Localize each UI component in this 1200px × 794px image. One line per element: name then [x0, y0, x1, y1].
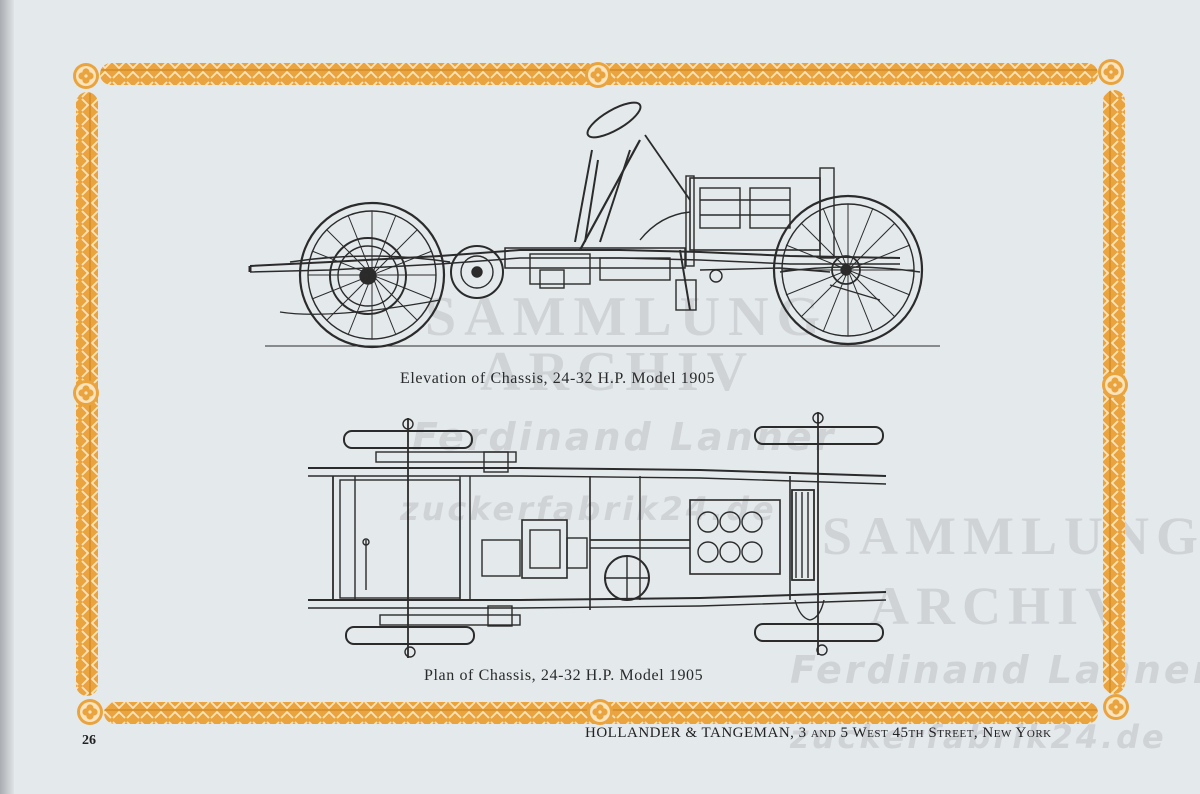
watermark-text: zuckerfabrik24.de: [400, 490, 777, 528]
watermark-text: zuckerfabrik24.de: [790, 718, 1167, 756]
elevation-caption: Elevation of Chassis, 24-32 H.P. Model 1…: [400, 370, 716, 387]
watermark-text: SAMMLUNG: [822, 506, 1200, 566]
watermark-text: Ferdinand Lanner: [790, 648, 1200, 692]
plan-caption: Plan of Chassis, 24-32 H.P. Model 1905: [424, 667, 704, 684]
watermark-text: ARCHIV: [870, 576, 1132, 636]
page-number: 26: [82, 733, 96, 748]
publisher-footer: HOLLANDER & TANGEMAN, 3 and 5 West 45th …: [585, 725, 1052, 741]
watermark-text: ARCHIV: [480, 341, 756, 403]
page-edge-shadow: [0, 0, 14, 794]
watermark-text: SAMMLUNG: [425, 286, 829, 348]
